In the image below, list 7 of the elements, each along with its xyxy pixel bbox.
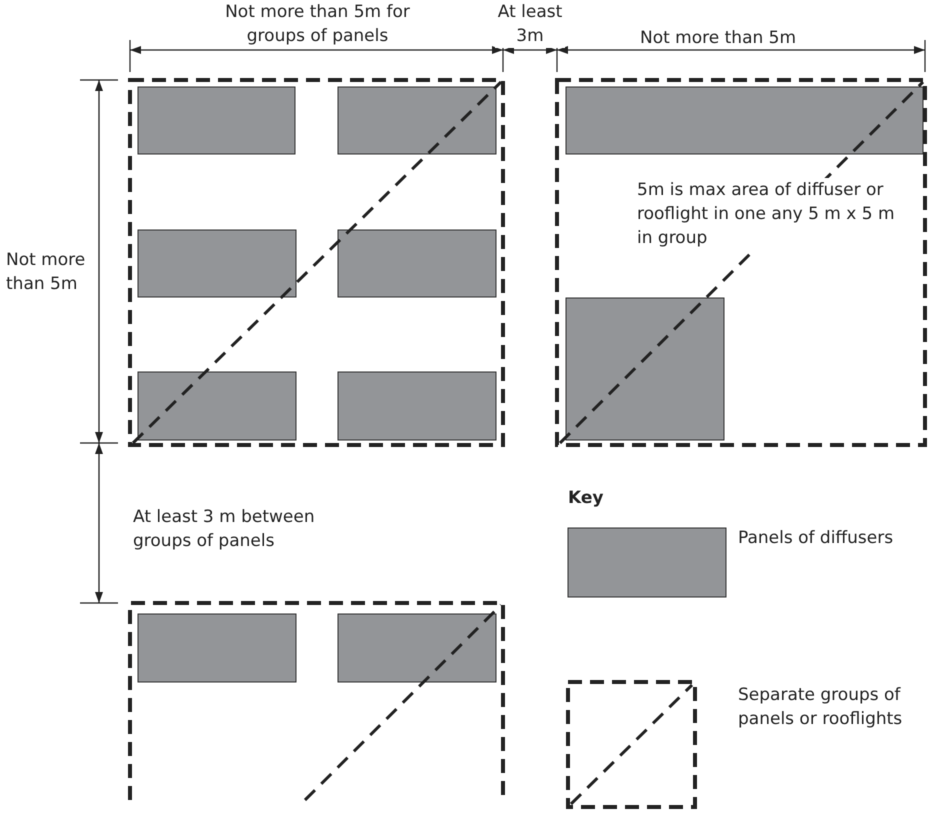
legend-label: Panels of diffusers: [738, 527, 894, 550]
legend-heading: Key: [568, 487, 604, 510]
dimension-label: Not more than 5m for groups of panels: [224, 1, 411, 48]
note-text: At least 3 m between groups of panels: [133, 506, 316, 553]
legend-label: Separate groups of panels or rooflights: [738, 684, 904, 731]
dimension-label: Not more than 5m: [640, 27, 798, 50]
dimension-label: Not more than 5m: [6, 249, 86, 296]
